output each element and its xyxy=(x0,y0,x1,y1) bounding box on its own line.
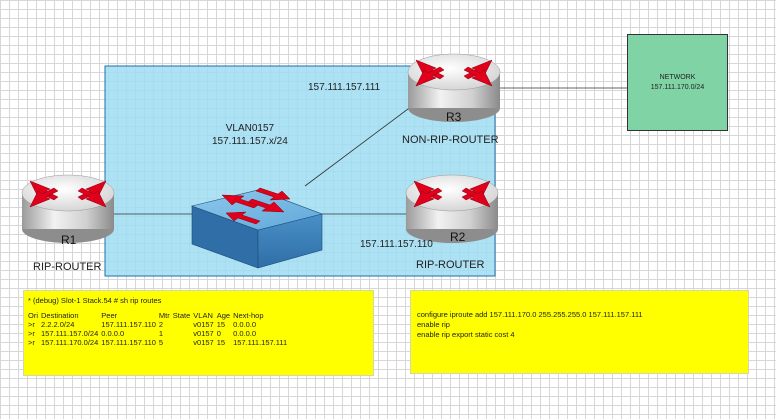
cell-ori: >r xyxy=(28,338,35,347)
rip-routes-table: Ori Destination Peer Mtr State VLAN Age … xyxy=(28,311,290,347)
col-peer: Peer xyxy=(101,311,118,320)
col-vlan: VLAN xyxy=(193,311,213,320)
table-row: >r 157.111.157.0/24 0.0.0.0 1 v0157 0 0.… xyxy=(28,329,290,338)
network-box: NETWORK 157.111.170.0/24 xyxy=(627,34,728,131)
router-icon xyxy=(407,53,501,122)
cell-state xyxy=(173,320,194,329)
router-icon xyxy=(21,174,115,243)
r2-role-label: RIP-ROUTER xyxy=(416,259,485,271)
cell-state xyxy=(173,338,194,347)
config-line: enable rip export static cost 4 xyxy=(417,330,515,339)
link-switch-r3 xyxy=(304,99,421,187)
cell-next-hop: 157.111.157.111 xyxy=(233,338,288,347)
cell-mtr: 5 xyxy=(158,338,164,347)
config-line: enable rip xyxy=(417,320,450,329)
col-mtr: Mtr xyxy=(158,311,170,320)
cell-age: 15 xyxy=(216,338,226,347)
cell-age: 15 xyxy=(216,320,226,329)
col-next-hop: Next-hop xyxy=(233,311,264,320)
cell-ori: >r xyxy=(28,329,35,338)
cell-destination: 157.111.157.0/24 xyxy=(41,329,99,338)
config-note: configure iproute add 157.111.170.0 255.… xyxy=(410,290,749,374)
router-icon xyxy=(405,174,499,243)
cell-next-hop: 0.0.0.0 xyxy=(233,320,257,329)
r1-id-label: R1 xyxy=(61,233,77,247)
cell-mtr: 1 xyxy=(158,329,164,338)
table-header-row: Ori Destination Peer Mtr State VLAN Age … xyxy=(28,311,290,320)
rip-routes-note: * (debug) Slot-1 Stack.54 # sh rip route… xyxy=(23,290,374,376)
cell-vlan: v0157 xyxy=(193,338,214,347)
network-subnet: 157.111.170.0/24 xyxy=(650,83,705,91)
table-row: >r 157.111.170.0/24 157.111.157.110 5 v0… xyxy=(28,338,290,347)
cell-state xyxy=(173,329,194,338)
cell-age: 0 xyxy=(216,329,221,338)
r3-role-label: NON-RIP-ROUTER xyxy=(402,134,499,146)
table-row: >r 2.2.2.0/24 157.111.157.110 2 v0157 15… xyxy=(28,320,290,329)
vlan-subnet: 157.111.157.x/24 xyxy=(212,136,288,147)
debug-prompt: * (debug) Slot-1 Stack.54 # sh rip route… xyxy=(28,296,162,305)
vlan-name: VLAN0157 xyxy=(225,123,275,134)
r2-ip-label: 157.111.157.110 xyxy=(360,239,433,250)
config-line: configure iproute add 157.111.170.0 255.… xyxy=(417,310,643,319)
cell-peer: 0.0.0.0 xyxy=(101,329,125,338)
col-ori: Ori xyxy=(28,311,38,320)
vlan-label: VLAN0157 157.111.157.x/24 xyxy=(212,122,288,148)
col-state: State xyxy=(172,311,191,320)
cell-next-hop: 0.0.0.0 xyxy=(233,329,257,338)
col-age: Age xyxy=(216,311,231,320)
cell-destination: 157.111.170.0/24 xyxy=(41,338,99,347)
cell-mtr: 2 xyxy=(158,320,164,329)
cell-destination: 2.2.2.0/24 xyxy=(41,320,75,329)
cell-peer: 157.111.157.110 xyxy=(101,320,156,329)
cell-vlan: v0157 xyxy=(193,329,214,338)
r2-id-label: R2 xyxy=(450,230,466,244)
r3-id-label: R3 xyxy=(446,110,462,124)
network-title: NETWORK xyxy=(659,73,696,81)
cell-vlan: v0157 xyxy=(193,320,214,329)
cell-ori: >r xyxy=(28,320,35,329)
col-destination: Destination xyxy=(41,311,79,320)
switch-icon xyxy=(190,187,324,269)
r3-ip-label: 157.111.157.111 xyxy=(308,82,381,93)
r1-role-label: RIP-ROUTER xyxy=(33,261,102,273)
cell-peer: 157.111.157.110 xyxy=(101,338,156,347)
